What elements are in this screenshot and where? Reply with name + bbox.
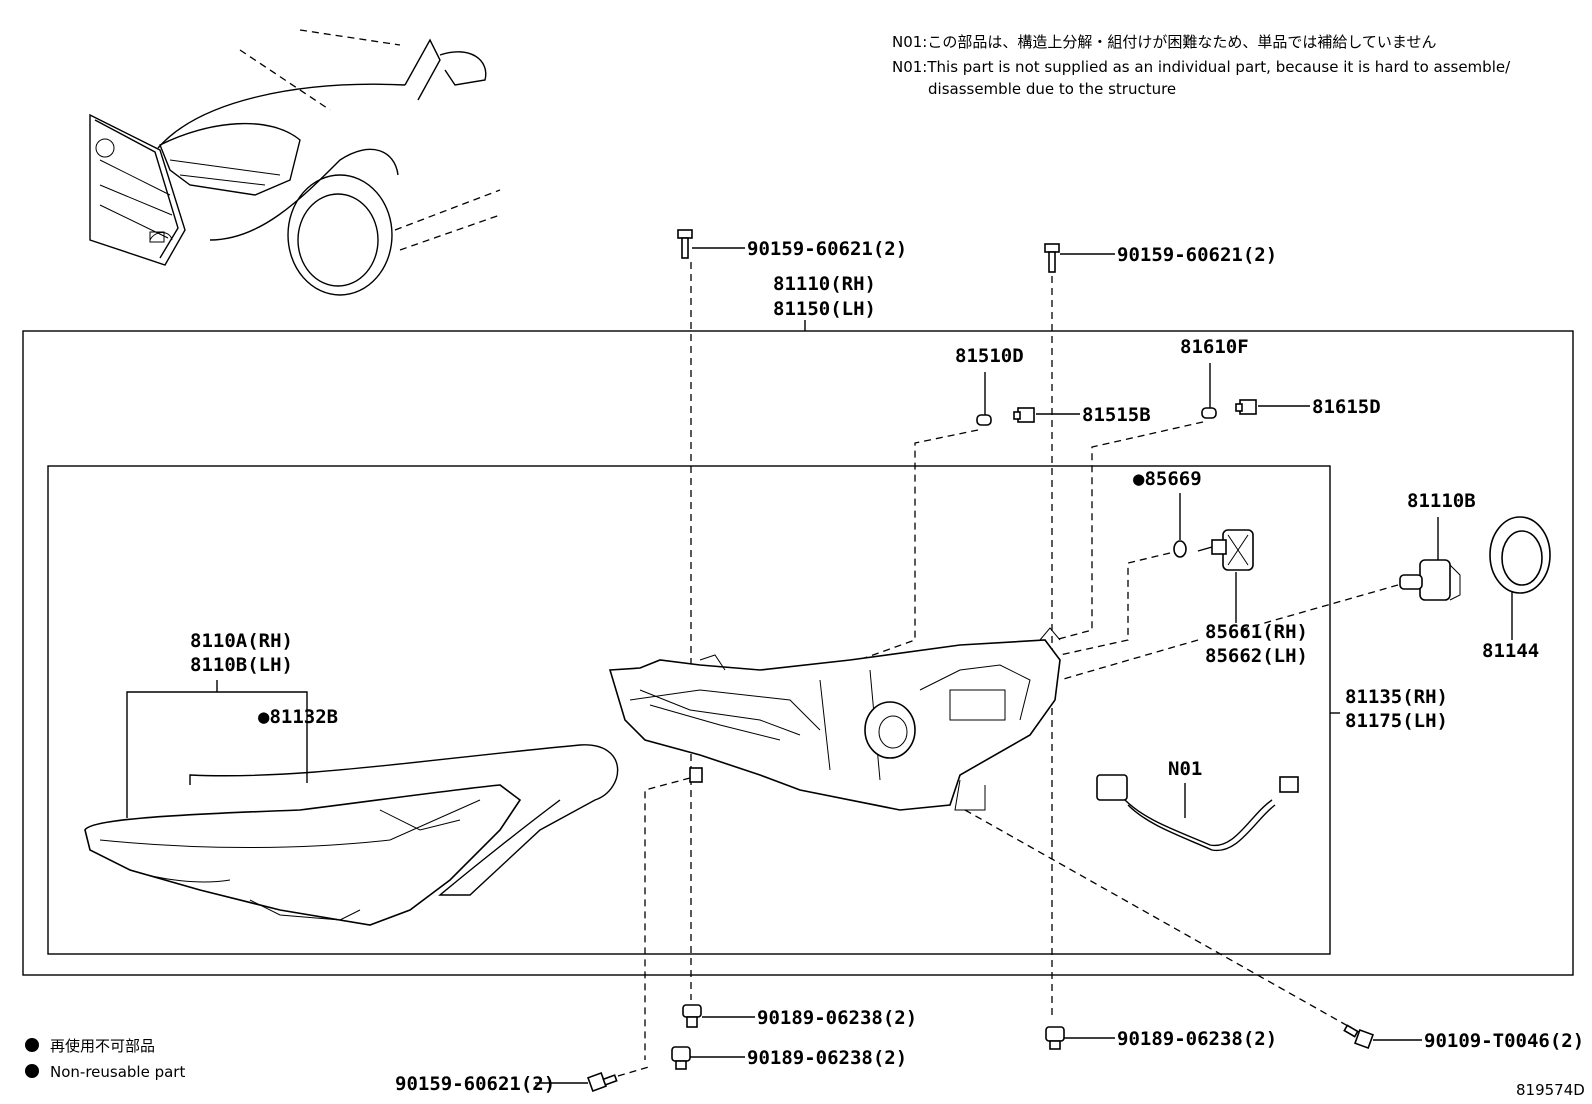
label-bulb-81610f: 81610F bbox=[1180, 336, 1249, 358]
bolt-bottom-left-icon[interactable] bbox=[587, 1072, 618, 1092]
legend-en: Non-reusable part bbox=[50, 1063, 185, 1081]
label-clip-lower: 90189-06238(2) bbox=[747, 1047, 907, 1069]
diagram-id: 819574D bbox=[1516, 1081, 1585, 1099]
vehicle-thumbnail bbox=[89, 29, 501, 296]
socket-81615d-icon[interactable] bbox=[1235, 399, 1257, 415]
cover-81144-icon[interactable] bbox=[1489, 516, 1551, 594]
bolt-top-right-icon[interactable] bbox=[1044, 243, 1060, 273]
label-bolt-top-left: 90159-60621(2) bbox=[747, 238, 907, 260]
label-assy-lh: 81150(LH) bbox=[773, 298, 876, 320]
label-housing-lh: 81175(LH) bbox=[1345, 710, 1448, 732]
label-socket-lh: 85662(LH) bbox=[1205, 645, 1308, 667]
label-socket-81515b: 81515B bbox=[1082, 404, 1151, 426]
label-bulb-81510d: 81510D bbox=[955, 345, 1024, 367]
label-bulb-81110b: 81110B bbox=[1407, 490, 1476, 512]
label-cover-81144: 81144 bbox=[1482, 640, 1539, 662]
lens-outer-icon[interactable] bbox=[84, 784, 522, 926]
bolt-bottom-right-icon[interactable] bbox=[1343, 1024, 1374, 1049]
label-bolt-top-right: 90159-60621(2) bbox=[1117, 244, 1277, 266]
label-lens-rh: 8110A(RH) bbox=[190, 630, 293, 652]
socket-81515b-icon[interactable] bbox=[1013, 407, 1035, 423]
label-socket-rh: 85661(RH) bbox=[1205, 621, 1308, 643]
wire-harness-n01-icon[interactable] bbox=[1096, 774, 1299, 852]
legend-jp: 再使用不可部品 bbox=[50, 1037, 155, 1055]
bulb-81510d-icon[interactable] bbox=[976, 414, 992, 426]
bulb-81610f-icon[interactable] bbox=[1201, 407, 1217, 419]
clip-lower-icon[interactable] bbox=[671, 1046, 691, 1070]
label-housing-rh: 81135(RH) bbox=[1345, 686, 1448, 708]
label-bolt-bottom-left: 90159-60621(2) bbox=[395, 1073, 555, 1095]
note-jp: N01:この部品は、構造上分解・組付けが困難なため、単品では補給していません bbox=[892, 33, 1436, 51]
note-en-line2: disassemble due to the structure bbox=[928, 80, 1176, 98]
clip-center-icon[interactable] bbox=[682, 1004, 702, 1028]
socket-85661-icon[interactable] bbox=[1197, 529, 1254, 571]
label-oring-85669: ●85669 bbox=[1133, 468, 1202, 490]
subassembly-frame bbox=[47, 465, 1331, 955]
label-socket-81615d: 81615D bbox=[1312, 396, 1381, 418]
gasket-81132b-icon[interactable] bbox=[189, 744, 619, 896]
bulb-81110b-icon[interactable] bbox=[1399, 559, 1461, 601]
label-clip-center: 90189-06238(2) bbox=[757, 1007, 917, 1029]
label-bolt-bottom-right: 90109-T0046(2) bbox=[1424, 1030, 1584, 1052]
label-gasket: ●81132B bbox=[258, 706, 338, 728]
bolt-top-left-icon[interactable] bbox=[677, 229, 693, 259]
label-assy-rh: 81110(RH) bbox=[773, 273, 876, 295]
label-wire-n01: N01 bbox=[1168, 758, 1202, 780]
headlamp-housing-icon[interactable] bbox=[608, 627, 1061, 811]
legend-bullet-en bbox=[25, 1064, 39, 1078]
legend-bullet-jp bbox=[25, 1038, 39, 1052]
oring-85669-icon[interactable] bbox=[1173, 540, 1187, 558]
note-en-line1: N01:This part is not supplied as an indi… bbox=[892, 58, 1511, 76]
label-clip-right: 90189-06238(2) bbox=[1117, 1028, 1277, 1050]
label-lens-lh: 8110B(LH) bbox=[190, 654, 293, 676]
assembly-frame bbox=[22, 330, 1574, 976]
clip-right-icon[interactable] bbox=[1045, 1026, 1065, 1050]
